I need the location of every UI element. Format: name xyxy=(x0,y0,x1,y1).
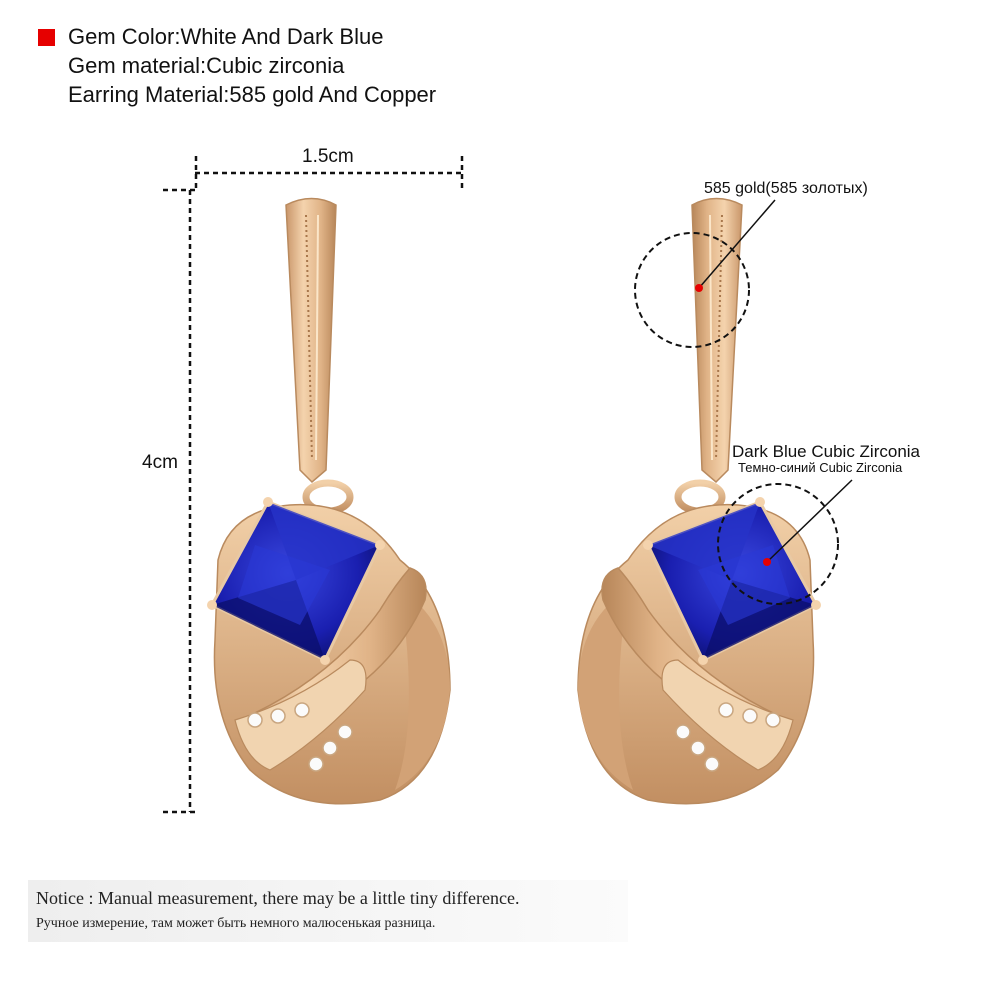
measurement-notice: Notice : Manual measurement, there may b… xyxy=(28,880,628,942)
notice-russian: Ручное измерение, там может быть немного… xyxy=(36,916,436,931)
spec-text: Earring Material:585 gold And Copper xyxy=(68,82,437,107)
right-earring xyxy=(577,197,821,805)
spec-gem-material: Gem material:Cubic zirconia xyxy=(38,51,436,80)
stone-callout-label: Dark Blue Cubic Zirconia xyxy=(732,442,921,461)
spec-gem-color: Gem Color:White And Dark Blue xyxy=(38,22,436,51)
width-label: 1.5cm xyxy=(302,146,354,167)
spec-text: Gem Color:White And Dark Blue xyxy=(68,24,384,49)
spec-text: Gem material:Cubic zirconia xyxy=(68,53,345,78)
gold-callout-marker xyxy=(634,199,776,348)
gold-callout-label: 585 gold(585 золотых) xyxy=(704,180,868,197)
left-earring xyxy=(207,197,451,805)
red-square-icon xyxy=(38,29,55,46)
stone-callout-label-ru: Темно-синий Cubic Zirconia xyxy=(738,460,903,475)
height-label: 4cm xyxy=(142,452,178,473)
stone-callout-marker xyxy=(717,479,853,605)
spec-earring-material: Earring Material:585 gold And Copper xyxy=(38,80,436,109)
height-dimension xyxy=(163,188,195,814)
notice-english: Notice : Manual measurement, there may b… xyxy=(36,888,520,908)
spec-list: Gem Color:White And Dark Blue Gem materi… xyxy=(38,22,436,109)
